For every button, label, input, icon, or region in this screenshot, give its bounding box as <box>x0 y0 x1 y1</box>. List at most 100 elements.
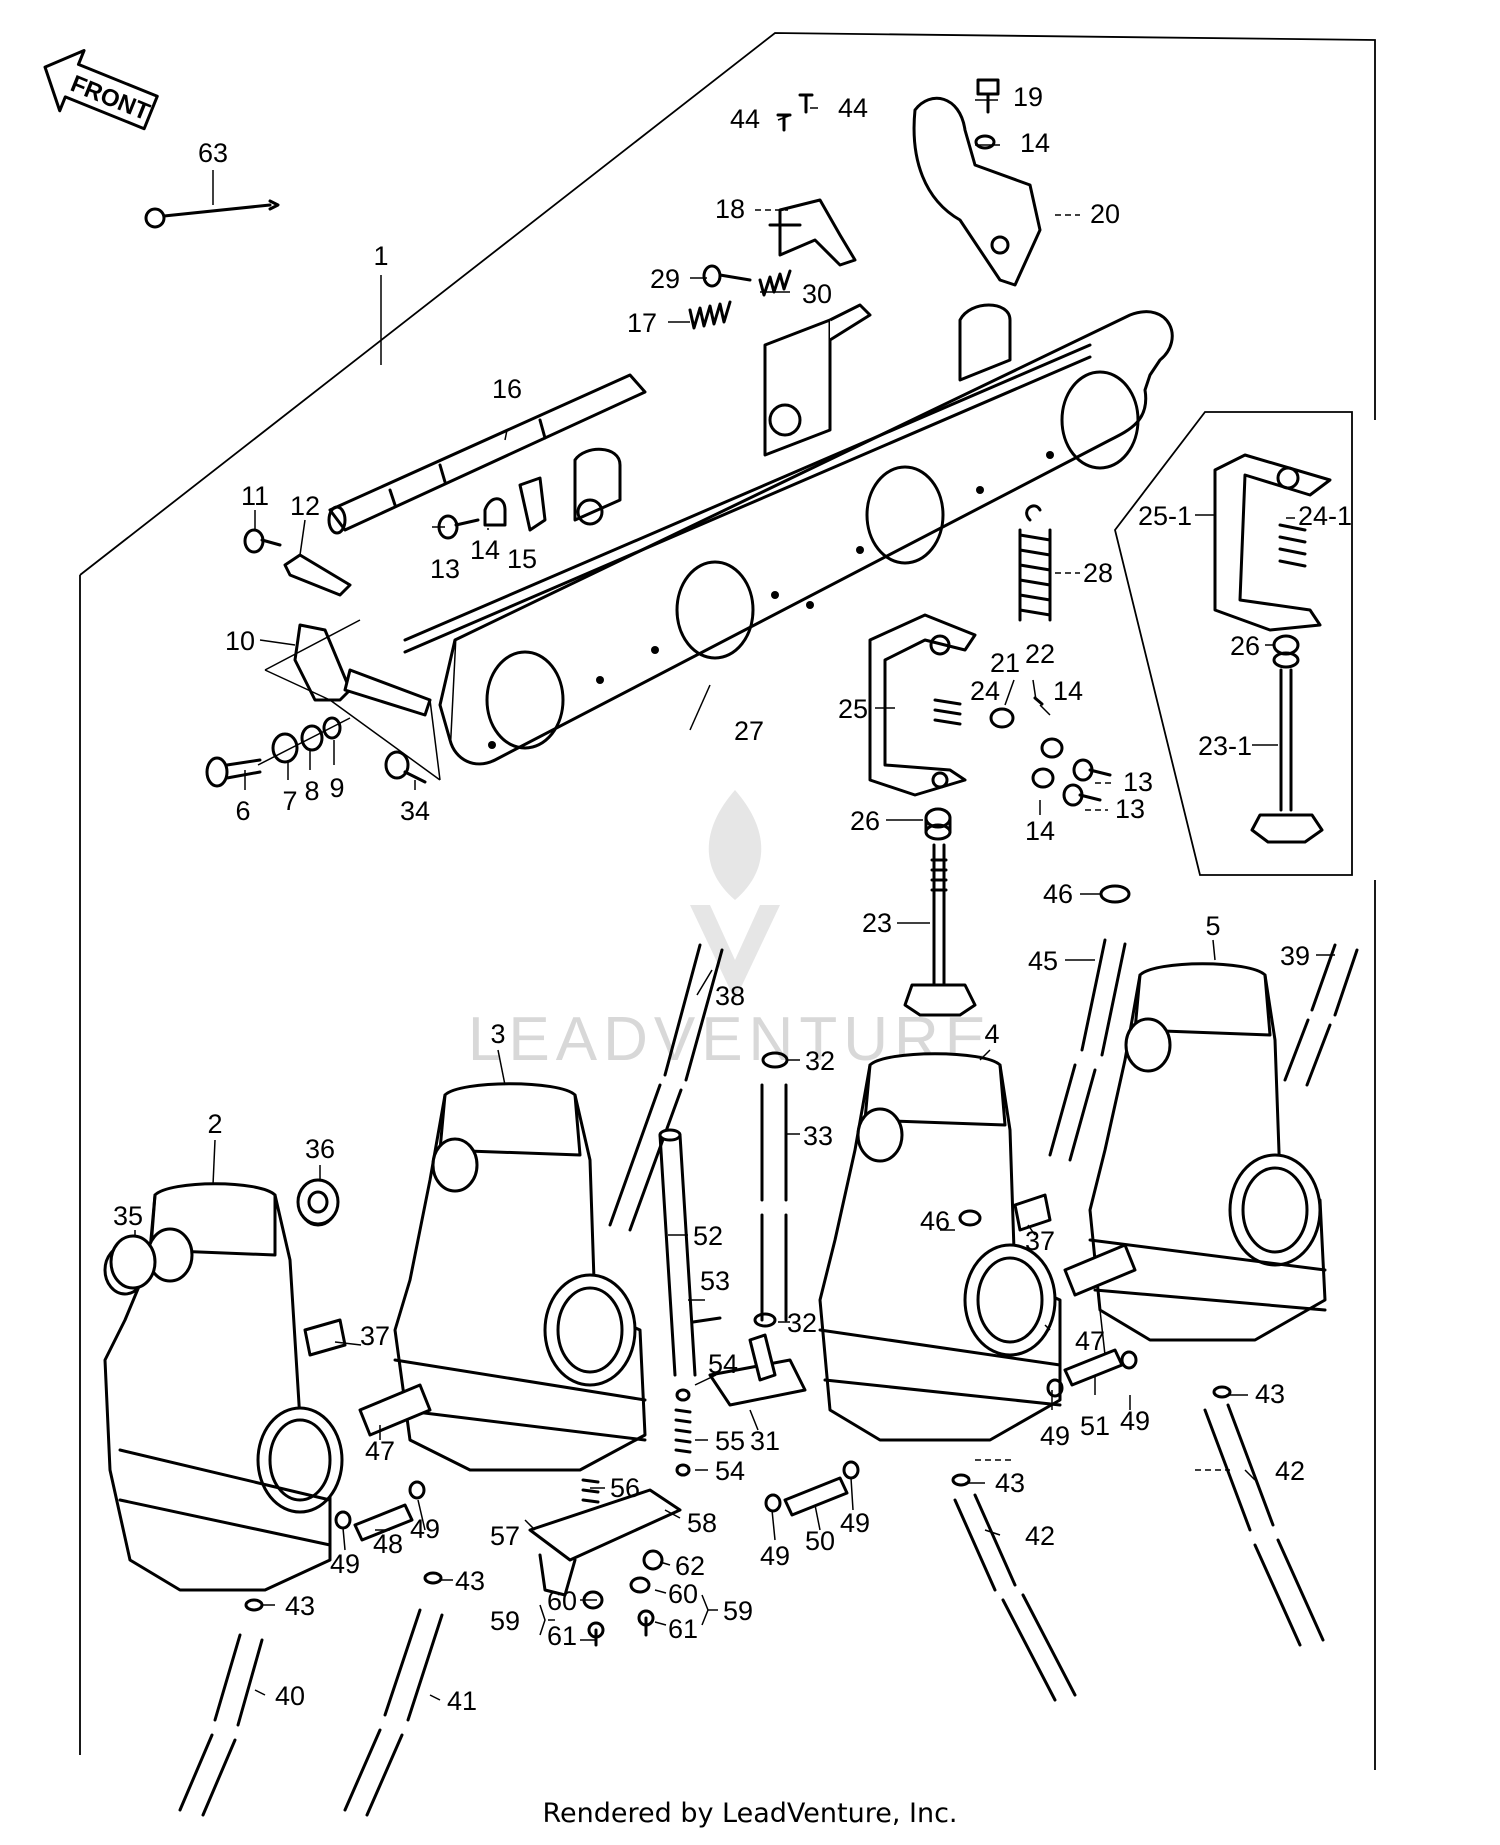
callout-46: 46 <box>1043 879 1073 909</box>
callout-25: 25 <box>838 694 868 724</box>
part-20-lever <box>912 96 1042 287</box>
callout-49: 49 <box>1040 1421 1070 1451</box>
callout-17: 17 <box>627 308 657 338</box>
callout-30: 30 <box>802 279 832 309</box>
callout-13: 13 <box>430 554 460 584</box>
part-50-pipe <box>783 1476 849 1517</box>
callout-23-1: 23-1 <box>1198 731 1252 761</box>
callout-5: 5 <box>1205 911 1220 941</box>
part-52-rod <box>658 1128 697 1377</box>
part-63-wire <box>144 199 280 229</box>
callout-1: 1 <box>373 241 388 271</box>
callout-36: 36 <box>305 1134 335 1164</box>
callout-63: 63 <box>198 138 228 168</box>
callout-23: 23 <box>862 908 892 938</box>
part-19-bolt <box>976 78 1000 114</box>
watermark: LEADVENTURE <box>468 790 986 1074</box>
callout-49: 49 <box>330 1549 360 1579</box>
carburetor-2 <box>103 1182 344 1592</box>
callout-60: 60 <box>547 1586 577 1616</box>
part-57-58-float <box>528 1478 682 1597</box>
assembly-outline <box>79 32 1376 1770</box>
part-47-jet-right <box>1063 1243 1137 1297</box>
front-arrow: FRONT <box>43 49 159 131</box>
part-6-9-screwset <box>205 476 547 788</box>
callout-60: 60 <box>668 1579 698 1609</box>
callout-43: 43 <box>1255 1379 1285 1409</box>
hose-39 <box>1283 943 1359 1087</box>
callout-7: 7 <box>282 786 297 816</box>
callout-54: 54 <box>708 1349 738 1379</box>
callout-14: 14 <box>1020 128 1050 158</box>
callout-13: 13 <box>1123 767 1153 797</box>
callout-35: 35 <box>113 1201 143 1231</box>
callout-42: 42 <box>1275 1456 1305 1486</box>
part-37-bushing-right <box>1013 1193 1052 1232</box>
part-29-screw <box>702 264 752 288</box>
callout-34: 34 <box>400 796 430 826</box>
callout-43: 43 <box>285 1591 315 1621</box>
callout-39: 39 <box>1280 941 1310 971</box>
callout-28: 28 <box>1083 558 1113 588</box>
callout-46: 46 <box>920 1206 950 1236</box>
callout-26: 26 <box>850 806 880 836</box>
callout-43: 43 <box>995 1468 1025 1498</box>
part-26-grommet <box>924 807 952 841</box>
carburetor-4 <box>818 1052 1062 1442</box>
callout-32: 32 <box>787 1308 817 1338</box>
callout-21: 21 <box>990 648 1020 678</box>
part-44-screws <box>776 93 814 132</box>
hose-42-left <box>953 1493 1077 1702</box>
callout-61: 61 <box>668 1614 698 1644</box>
callout-29: 29 <box>650 264 680 294</box>
callout-41: 41 <box>447 1686 477 1716</box>
part-23-screw <box>903 843 977 1017</box>
callout-22: 22 <box>1025 639 1055 669</box>
part-24-1-spring <box>1278 523 1307 568</box>
part-16-shaft <box>327 373 647 535</box>
callout-10: 10 <box>225 626 255 656</box>
callout-16: 16 <box>492 374 522 404</box>
callout-15: 15 <box>507 544 537 574</box>
part-31-fitting <box>708 1333 807 1407</box>
callout-27: 27 <box>734 716 764 746</box>
callout-24: 24 <box>970 676 1000 706</box>
callout-19: 19 <box>1013 82 1043 112</box>
part-10-lever <box>264 619 441 781</box>
callout-59: 59 <box>723 1596 753 1626</box>
callout-3: 3 <box>490 1019 505 1049</box>
callout-54: 54 <box>715 1456 745 1486</box>
callout-53: 53 <box>700 1266 730 1296</box>
part-35-cap <box>109 1234 157 1290</box>
callout-47: 47 <box>1075 1326 1105 1356</box>
callout-12: 12 <box>290 491 320 521</box>
callout-26: 26 <box>1230 631 1260 661</box>
callout-42: 42 <box>1025 1521 1055 1551</box>
hose-33 <box>760 1083 788 1322</box>
callout-6: 6 <box>235 796 250 826</box>
hose-41 <box>343 1608 444 1817</box>
part-47-jet-left <box>358 1383 432 1437</box>
callout-24-1: 24-1 <box>1298 501 1352 531</box>
callout-62: 62 <box>675 1551 705 1581</box>
part-27-mount-plate <box>438 310 1174 766</box>
callout-59: 59 <box>490 1606 520 1636</box>
callout-2: 2 <box>207 1109 222 1139</box>
part-28-spring <box>1018 504 1052 622</box>
callout-32: 32 <box>805 1046 835 1076</box>
callout-44: 44 <box>838 93 868 123</box>
hose-42-right <box>1203 1403 1325 1647</box>
callout-49: 49 <box>1120 1406 1150 1436</box>
callout-43: 43 <box>455 1566 485 1596</box>
callout-8: 8 <box>304 776 319 806</box>
callout-14: 14 <box>470 535 500 565</box>
part-18-bracket <box>768 198 857 267</box>
part-throttle-bracket <box>403 303 1092 654</box>
callout-14: 14 <box>1053 676 1083 706</box>
hose-40 <box>178 1633 264 1817</box>
callout-31: 31 <box>750 1426 780 1456</box>
inset-box <box>1114 411 1353 876</box>
callout-49: 49 <box>840 1508 870 1538</box>
